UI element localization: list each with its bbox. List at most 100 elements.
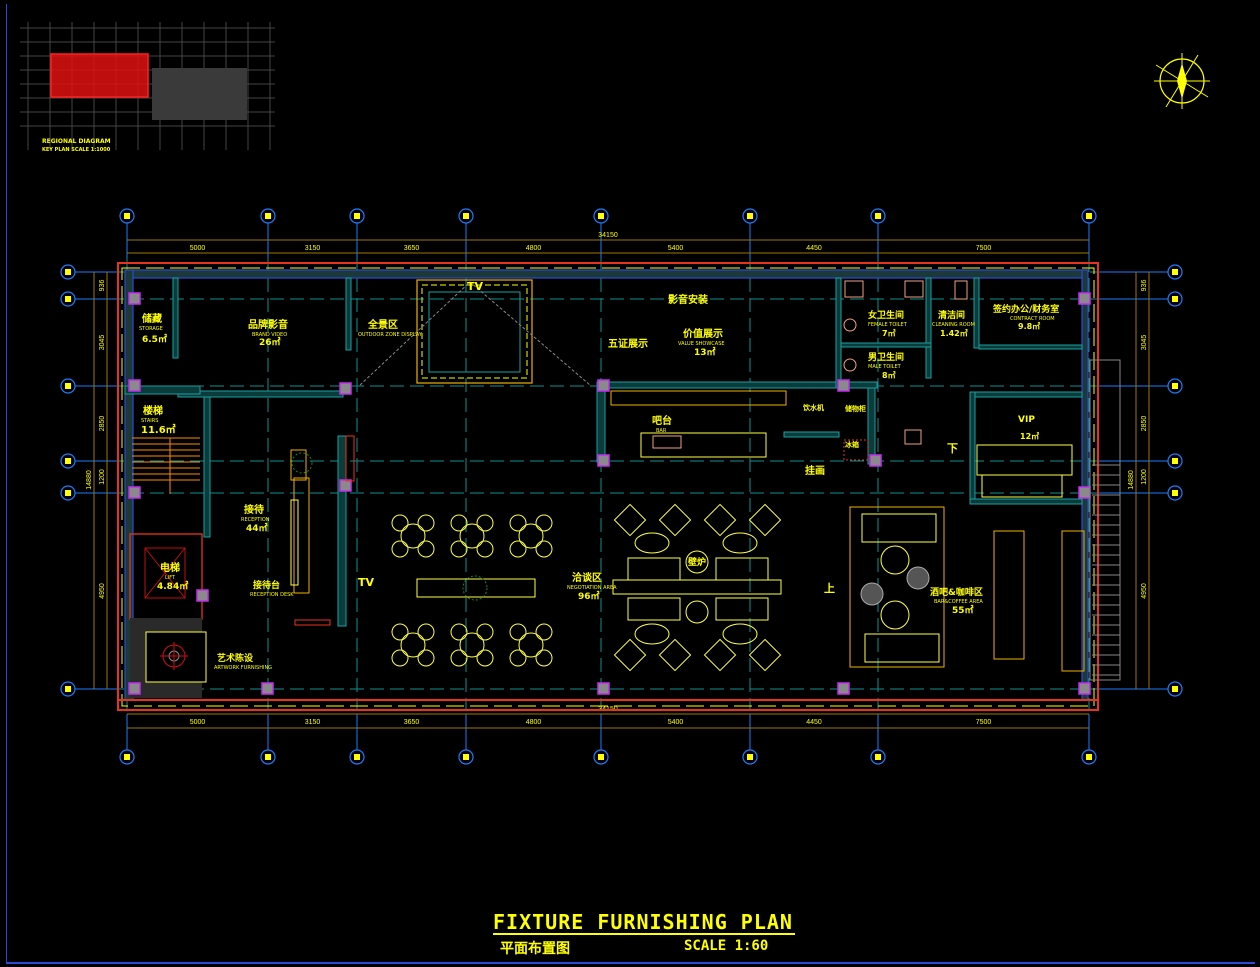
dimension-label: 4950 (1141, 583, 1148, 599)
lounge-sofas (612, 503, 782, 672)
female-wc-en: FEMALE TOILET (868, 322, 908, 328)
cleaning-label: 清洁间 (938, 309, 965, 321)
chair (417, 540, 435, 558)
chair (450, 649, 468, 667)
grid-bubble (119, 208, 135, 224)
stairs-label: 楼梯 (143, 404, 163, 417)
coffee-table (634, 532, 670, 554)
structural-column (597, 379, 610, 392)
grid-bubble (1081, 208, 1097, 224)
female-wc-label: 女卫生间 (868, 309, 904, 321)
vip-label: VIP (1018, 415, 1035, 425)
exterior-walls (117, 262, 1099, 711)
chair (450, 540, 468, 558)
sofa (715, 597, 769, 621)
grid-bubble (1167, 485, 1183, 501)
painting-label: 挂画 (805, 464, 825, 477)
chair (476, 514, 494, 532)
exterior-stair (1089, 359, 1121, 681)
elevator-area: 4.84㎡ (157, 580, 188, 592)
grid-bubble (742, 208, 758, 224)
dimension-label: 3650 (404, 719, 420, 726)
chair (535, 623, 553, 641)
armchair (658, 503, 692, 537)
coffee-table (722, 532, 758, 554)
chair (391, 649, 409, 667)
armchair (613, 503, 647, 537)
dimension-label: 14880 (1128, 470, 1135, 490)
grid-bubble (870, 208, 886, 224)
office-label: 签约办公/财务室 (992, 303, 1059, 315)
grid-bubble (260, 208, 276, 224)
tv-top-label: TV (467, 280, 484, 293)
structural-column (261, 682, 274, 695)
grid-bubble (260, 749, 276, 765)
brand-area: 26㎡ (259, 336, 281, 348)
armchair (748, 503, 782, 537)
coffee-table (722, 623, 758, 645)
structural-column (869, 454, 882, 467)
dimension-label: 5000 (190, 719, 206, 726)
grid-bubble (1081, 749, 1097, 765)
grid-bubble (60, 378, 76, 394)
sofa (627, 597, 681, 621)
sofa (715, 557, 769, 581)
dimension-label: 1200 (1141, 469, 1148, 485)
drawing-title: FIXTURE FURNISHING PLAN (493, 910, 795, 935)
negotiation-en: NEGOTIATION AREA (567, 585, 617, 591)
bar-en: BAR (656, 428, 667, 434)
bar-counter (610, 390, 869, 461)
dimension-label: 7500 (976, 719, 992, 726)
structural-column (128, 379, 141, 392)
table-set (509, 623, 553, 667)
chair (417, 514, 435, 532)
art-en: ARTWORK FURNISHING (214, 665, 272, 671)
grid-bubble (458, 749, 474, 765)
reception-area: 44㎡ (246, 522, 268, 534)
reception-desk-en: RECEPTION DESK (250, 592, 294, 598)
dimension-label: 3045 (1141, 335, 1148, 351)
stairs-area: 11.6㎡ (141, 423, 176, 436)
armchair (658, 638, 692, 672)
grid-bubble (593, 208, 609, 224)
grid-bubble (119, 749, 135, 765)
chair (417, 623, 435, 641)
chair (450, 623, 468, 641)
grid-bubble (742, 749, 758, 765)
up-label: 上 (824, 581, 835, 595)
stairs-en: STAIRS (141, 418, 158, 424)
structural-column (128, 486, 141, 499)
grid-bubble (1167, 291, 1183, 307)
grid-bubble (1167, 264, 1183, 280)
grid-bubble (60, 485, 76, 501)
grid-bubble (60, 453, 76, 469)
art-label: 艺术陈设 (217, 652, 254, 664)
chair (476, 649, 494, 667)
reception-label: 接待 (244, 503, 264, 516)
chair (509, 623, 527, 641)
art-installation (145, 631, 207, 683)
elevator-shaft (144, 547, 186, 599)
cleaning-en: CLEANING ROOM (932, 322, 975, 328)
chair (509, 514, 527, 532)
cafe-en: BAR&COFFEE AREA (934, 599, 983, 605)
female-wc-area: 7㎡ (882, 328, 896, 338)
chair (476, 540, 494, 558)
dimension-label: 3650 (404, 245, 420, 252)
dimension-label: 4450 (806, 719, 822, 726)
value-area: 13㎡ (694, 346, 716, 358)
dimension-label: 4800 (526, 719, 542, 726)
cafe-area: 55㎡ (952, 604, 974, 616)
chair (535, 514, 553, 532)
grid-bubble (60, 291, 76, 307)
key-plan: REGIONAL DIAGRAM KEY PLAN SCALE 1:1000 (20, 22, 275, 153)
grid-bubble (1167, 378, 1183, 394)
table-set (391, 623, 435, 667)
structural-column (128, 682, 141, 695)
chair (509, 540, 527, 558)
negotiation-label: 洽谈区 (572, 571, 602, 584)
dining-table-sets (391, 514, 553, 667)
grid-bubble (1167, 453, 1183, 469)
table-set (450, 514, 494, 558)
